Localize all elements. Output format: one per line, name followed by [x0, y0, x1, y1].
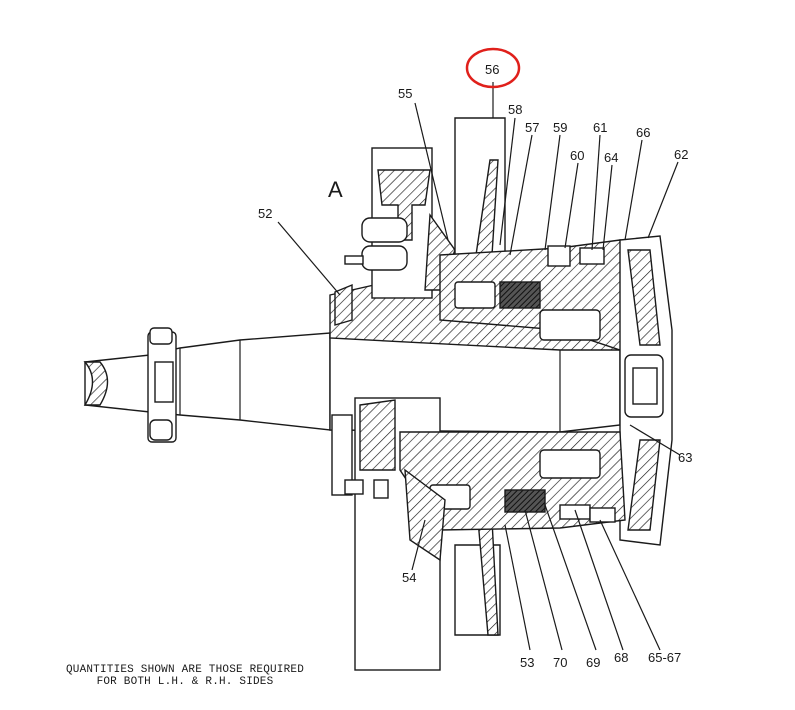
callout-66: 66 — [636, 125, 650, 140]
callout-53: 53 — [520, 655, 534, 670]
note-line-1: QUANTITIES SHOWN ARE THOSE REQUIRED — [65, 664, 305, 676]
callout-labels: 52 55 56 58 57 59 60 61 64 66 62 63 54 5… — [258, 62, 692, 670]
callout-56: 56 — [485, 62, 499, 77]
callout-70: 70 — [553, 655, 567, 670]
leader-lines — [277, 82, 681, 651]
callout-55: 55 — [398, 86, 412, 101]
end-cover — [619, 235, 673, 546]
callout-68: 68 — [614, 650, 628, 665]
callout-54: 54 — [402, 570, 416, 585]
callout-60: 60 — [570, 148, 584, 163]
callout-69: 69 — [586, 655, 600, 670]
callout-59: 59 — [553, 120, 567, 135]
axle-shaft — [83, 327, 331, 443]
callout-65-67: 65-67 — [648, 650, 681, 665]
callout-63: 63 — [678, 450, 692, 465]
highlight-ring — [465, 47, 521, 89]
rotor-disc — [454, 117, 506, 636]
callout-52: 52 — [258, 206, 272, 221]
hub-lower — [399, 431, 626, 562]
quantities-note: QUANTITIES SHOWN ARE THOSE REQUIRED FOR … — [40, 664, 330, 688]
note-line-2: FOR BOTH L.H. & R.H. SIDES — [96, 676, 274, 688]
callout-64: 64 — [604, 150, 618, 165]
callout-57: 57 — [525, 120, 539, 135]
view-label: A — [328, 177, 343, 202]
callout-61: 61 — [593, 120, 607, 135]
callout-58: 58 — [508, 102, 522, 117]
hub-upper — [439, 239, 661, 351]
callout-62: 62 — [674, 147, 688, 162]
